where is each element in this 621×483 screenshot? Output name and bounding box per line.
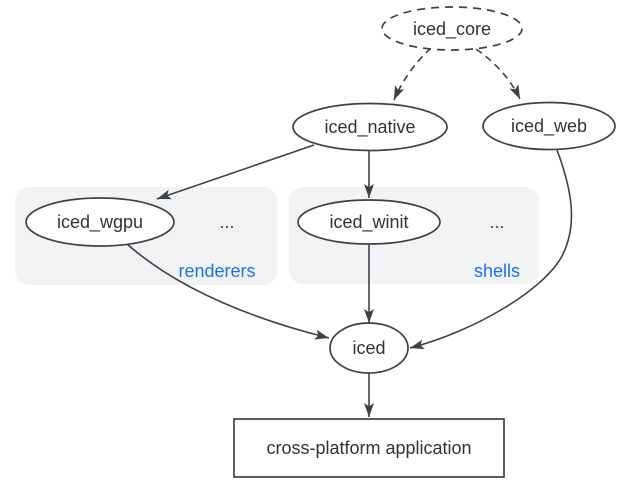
node-iced-core-label: iced_core bbox=[413, 19, 491, 40]
edge-core-to-web bbox=[475, 48, 521, 100]
node-iced-native bbox=[292, 102, 448, 152]
node-iced-core bbox=[381, 6, 523, 51]
node-iced-winit-label: iced_winit bbox=[329, 212, 408, 233]
edge-core-to-native bbox=[393, 47, 432, 101]
node-iced-wgpu-label: iced_wgpu bbox=[57, 212, 143, 233]
node-iced bbox=[329, 322, 409, 374]
cluster-shells-ellipsis: ... bbox=[489, 212, 504, 232]
node-iced-web bbox=[482, 101, 616, 151]
cluster-renderers-ellipsis: ... bbox=[219, 212, 234, 232]
node-application-box bbox=[233, 418, 505, 478]
node-iced-wgpu bbox=[25, 197, 175, 247]
node-iced-native-label: iced_native bbox=[324, 117, 415, 138]
cluster-shells-label: shells bbox=[474, 261, 520, 281]
node-application-label: cross-platform application bbox=[266, 438, 471, 458]
cluster-renderers-label: renderers bbox=[178, 261, 255, 281]
edge-native-to-wgpu bbox=[156, 144, 315, 200]
edge-web-to-iced bbox=[409, 149, 573, 350]
node-iced-winit bbox=[297, 199, 441, 245]
node-iced-web-label: iced_web bbox=[511, 116, 587, 137]
node-iced-label: iced bbox=[352, 338, 385, 358]
edge-wgpu-to-iced bbox=[126, 243, 330, 340]
